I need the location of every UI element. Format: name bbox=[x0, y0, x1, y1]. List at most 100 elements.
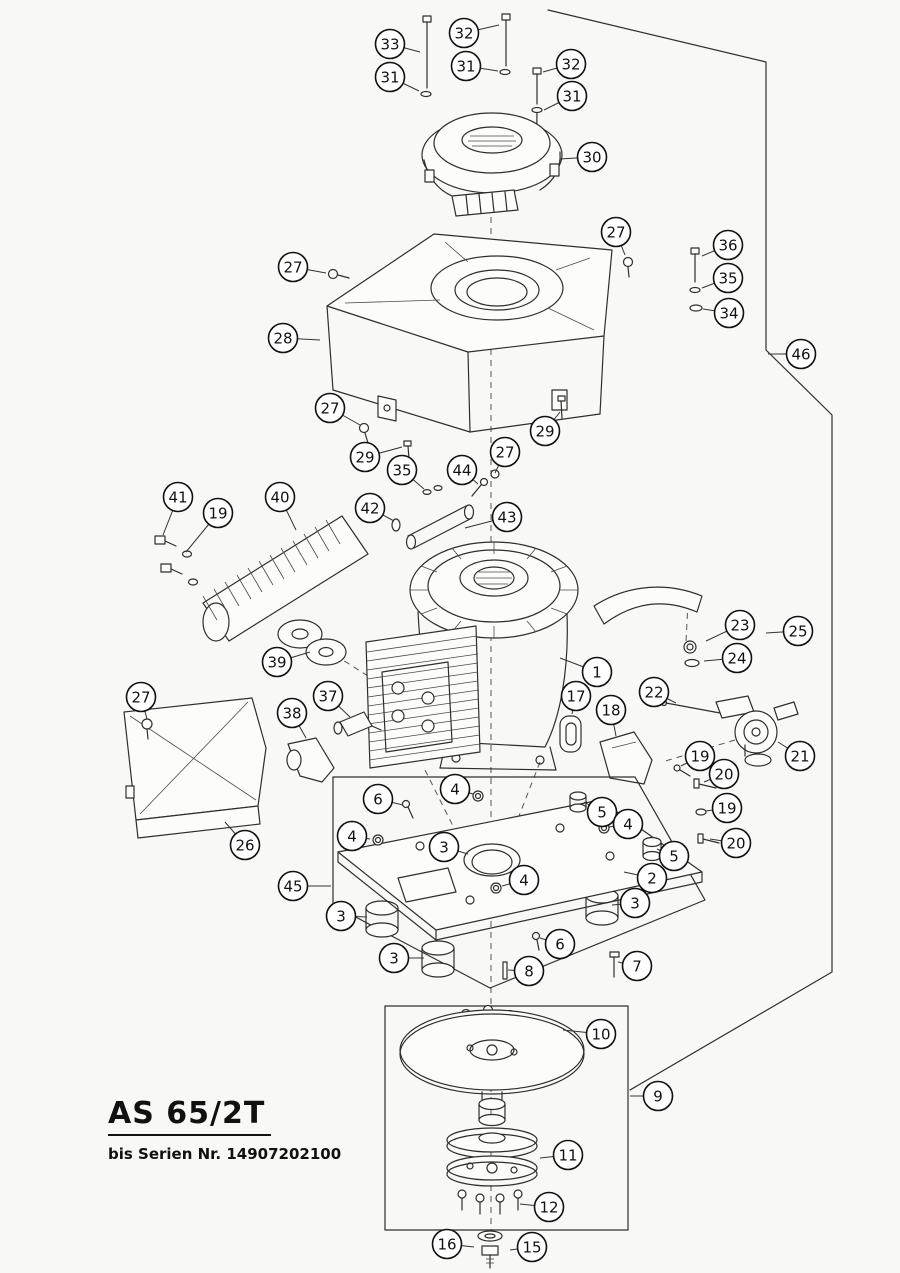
callout-31: 31 bbox=[450, 50, 499, 82]
callout-38: 38 bbox=[276, 697, 308, 739]
callout-number: 19 bbox=[717, 800, 736, 818]
callout-8: 8 bbox=[507, 955, 545, 987]
governor-lever bbox=[593, 586, 703, 668]
callout-29: 29 bbox=[529, 411, 561, 447]
callout-number: 16 bbox=[437, 1236, 456, 1254]
callout-9: 9 bbox=[630, 1080, 674, 1112]
callout-17: 17 bbox=[560, 680, 592, 715]
callout-number: 31 bbox=[380, 69, 399, 87]
callout-35: 35 bbox=[386, 454, 425, 490]
callout-number: 27 bbox=[495, 444, 514, 462]
callout-number: 3 bbox=[630, 895, 640, 913]
callout-35: 35 bbox=[701, 262, 744, 294]
callout-number: 45 bbox=[283, 878, 302, 896]
callout-number: 24 bbox=[727, 650, 746, 668]
callout-number: 19 bbox=[208, 505, 227, 523]
callout-3: 3 bbox=[325, 900, 368, 932]
callout-number: 18 bbox=[601, 702, 620, 720]
callout-3: 3 bbox=[378, 942, 424, 974]
muffler-hardware bbox=[154, 535, 199, 586]
callout-4: 4 bbox=[608, 808, 644, 840]
callout-46: 46 bbox=[768, 338, 817, 370]
callout-number: 38 bbox=[282, 705, 301, 723]
callout-number: 11 bbox=[558, 1147, 577, 1165]
callout-number: 46 bbox=[791, 346, 810, 364]
callout-number: 2 bbox=[647, 870, 657, 888]
callout-number: 1 bbox=[592, 664, 602, 682]
callout-15: 15 bbox=[509, 1231, 548, 1263]
callout-number: 12 bbox=[539, 1199, 558, 1217]
callout-number: 27 bbox=[283, 259, 302, 277]
engine-assembly bbox=[409, 541, 579, 771]
callout-number: 26 bbox=[235, 837, 254, 855]
callout-number: 5 bbox=[669, 848, 679, 866]
callout-44: 44 bbox=[446, 454, 479, 486]
housing-hardware bbox=[327, 247, 703, 460]
callout-number: 15 bbox=[522, 1239, 541, 1257]
model-title: AS 65/2T bbox=[108, 1096, 272, 1136]
callout-number: 3 bbox=[389, 950, 399, 968]
callout-number: 32 bbox=[454, 25, 473, 43]
callout-number: 33 bbox=[380, 36, 399, 54]
callout-40: 40 bbox=[264, 481, 297, 531]
callout-7: 7 bbox=[617, 950, 653, 982]
callout-number: 9 bbox=[653, 1088, 663, 1106]
callout-6: 6 bbox=[539, 928, 576, 960]
callout-10: 10 bbox=[562, 1018, 617, 1050]
callout-26: 26 bbox=[224, 821, 261, 861]
callout-number: 22 bbox=[644, 684, 663, 702]
callout-16: 16 bbox=[431, 1228, 475, 1260]
callout-27: 27 bbox=[277, 251, 327, 283]
elbow-and-plug bbox=[141, 711, 382, 783]
callout-18: 18 bbox=[595, 694, 627, 737]
callout-30: 30 bbox=[559, 141, 608, 173]
callout-20: 20 bbox=[703, 758, 740, 790]
callout-37: 37 bbox=[312, 680, 351, 718]
base-plate-assembly bbox=[332, 776, 706, 989]
callout-12: 12 bbox=[519, 1191, 565, 1223]
callout-number: 20 bbox=[714, 766, 733, 784]
callout-5: 5 bbox=[656, 840, 690, 872]
callout-number: 4 bbox=[450, 781, 460, 799]
callout-2: 2 bbox=[623, 862, 668, 894]
callout-number: 6 bbox=[373, 791, 383, 809]
callout-number: 41 bbox=[168, 489, 187, 507]
callout-31: 31 bbox=[543, 80, 588, 112]
callout-4: 4 bbox=[501, 864, 540, 896]
callout-number: 44 bbox=[452, 462, 471, 480]
callout-34: 34 bbox=[702, 297, 745, 329]
callout-43: 43 bbox=[464, 501, 523, 533]
callout-3: 3 bbox=[428, 831, 469, 863]
callout-number: 6 bbox=[555, 936, 565, 954]
callout-number: 8 bbox=[524, 963, 534, 981]
callout-19: 19 bbox=[680, 740, 716, 772]
callout-number: 29 bbox=[355, 449, 374, 467]
title-block: AS 65/2T bis Serien Nr. 14907202100 bbox=[108, 1096, 341, 1163]
callout-32: 32 bbox=[542, 48, 587, 80]
callout-number: 27 bbox=[131, 689, 150, 707]
callout-number: 3 bbox=[336, 908, 346, 926]
callout-42: 42 bbox=[354, 492, 395, 524]
callout-number: 25 bbox=[788, 623, 807, 641]
callout-5: 5 bbox=[583, 796, 618, 828]
callout-number: 34 bbox=[719, 305, 738, 323]
callout-20: 20 bbox=[709, 827, 752, 859]
callout-number: 28 bbox=[273, 330, 292, 348]
blower-housing bbox=[326, 233, 613, 433]
callout-number: 20 bbox=[726, 835, 745, 853]
callout-25: 25 bbox=[765, 615, 814, 647]
cylinder bbox=[365, 625, 481, 769]
callout-number: 27 bbox=[606, 224, 625, 242]
callout-31: 31 bbox=[374, 61, 420, 93]
callout-45: 45 bbox=[277, 870, 331, 902]
callout-4: 4 bbox=[439, 773, 474, 805]
callout-27: 27 bbox=[600, 216, 632, 256]
air-filter-cover bbox=[421, 112, 563, 217]
callout-19: 19 bbox=[185, 497, 234, 553]
link-rod-hardware bbox=[391, 469, 500, 550]
callout-number: 4 bbox=[519, 872, 529, 890]
callout-39: 39 bbox=[261, 646, 311, 678]
callout-number: 43 bbox=[497, 509, 516, 527]
callout-number: 19 bbox=[690, 748, 709, 766]
